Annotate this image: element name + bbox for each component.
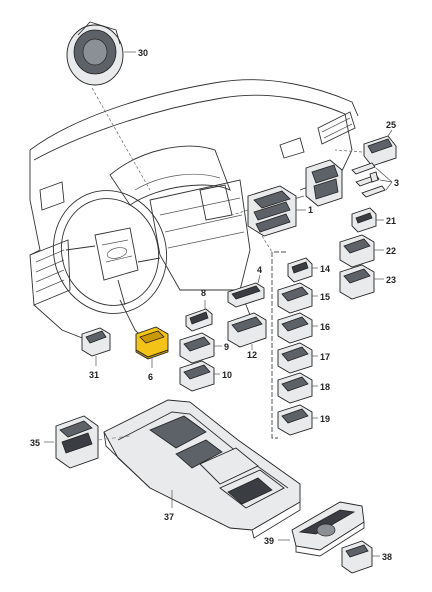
part-15-switch	[277, 282, 313, 314]
label-23: 23	[386, 275, 396, 285]
part-38-switch	[341, 540, 373, 574]
label-35: 35	[30, 438, 40, 448]
part-21-blank	[351, 207, 377, 233]
leader-4	[257, 274, 261, 284]
part-14-blank	[287, 257, 313, 283]
part-6-switch-highlighted	[135, 326, 169, 360]
label-1: 1	[308, 205, 313, 215]
part-37-centre-console	[103, 399, 301, 539]
label-21: 21	[386, 216, 396, 226]
label-37: 37	[164, 512, 174, 522]
dash-30	[91, 87, 151, 191]
part-1-control-unit	[247, 185, 297, 237]
label-31: 31	[89, 370, 99, 380]
label-16: 16	[320, 322, 330, 332]
part-10-switch	[179, 360, 215, 392]
label-8: 8	[201, 288, 206, 298]
leader-3	[375, 167, 393, 191]
steering-wheel	[52, 190, 168, 341]
label-18: 18	[320, 382, 330, 392]
label-4: 4	[257, 265, 262, 275]
part-16-switch	[277, 312, 313, 344]
label-14: 14	[320, 264, 330, 274]
part-4-switch-strip	[227, 282, 265, 308]
part-9-switch	[179, 332, 215, 364]
label-17: 17	[320, 352, 330, 362]
part-3-brackets	[351, 162, 386, 198]
part-2-switch-panel	[305, 159, 343, 207]
part-39-bezel	[291, 501, 365, 557]
dash-frame-top	[261, 235, 273, 253]
label-38: 38	[382, 552, 392, 562]
dashboard-outline	[29, 79, 359, 346]
label-10: 10	[222, 370, 232, 380]
dash-1	[231, 209, 249, 216]
part-23-switch	[339, 264, 375, 300]
label-39: 39	[264, 536, 274, 546]
leader-25	[387, 129, 393, 137]
label-3: 3	[394, 178, 399, 188]
part-31-switch	[81, 327, 111, 357]
part-19-switch	[277, 404, 313, 436]
part-30-light-switch	[66, 21, 124, 86]
part-25-switch	[363, 135, 397, 167]
part-12-switch	[227, 312, 267, 348]
label-22: 22	[386, 246, 396, 256]
dash-25	[334, 149, 363, 153]
dash-35	[97, 435, 131, 441]
part-18-switch	[277, 372, 313, 404]
part-22-switch	[339, 234, 375, 268]
label-9: 9	[224, 342, 229, 352]
part-35-switch-block	[55, 415, 99, 469]
label-30: 30	[138, 48, 148, 58]
part-17-switch	[277, 342, 313, 374]
label-15: 15	[320, 292, 330, 302]
label-19: 19	[320, 414, 330, 424]
label-6: 6	[148, 372, 153, 382]
dashed-frame	[271, 251, 286, 439]
label-25: 25	[386, 120, 396, 130]
label-12: 12	[247, 350, 257, 360]
part-8-blank	[185, 308, 213, 332]
